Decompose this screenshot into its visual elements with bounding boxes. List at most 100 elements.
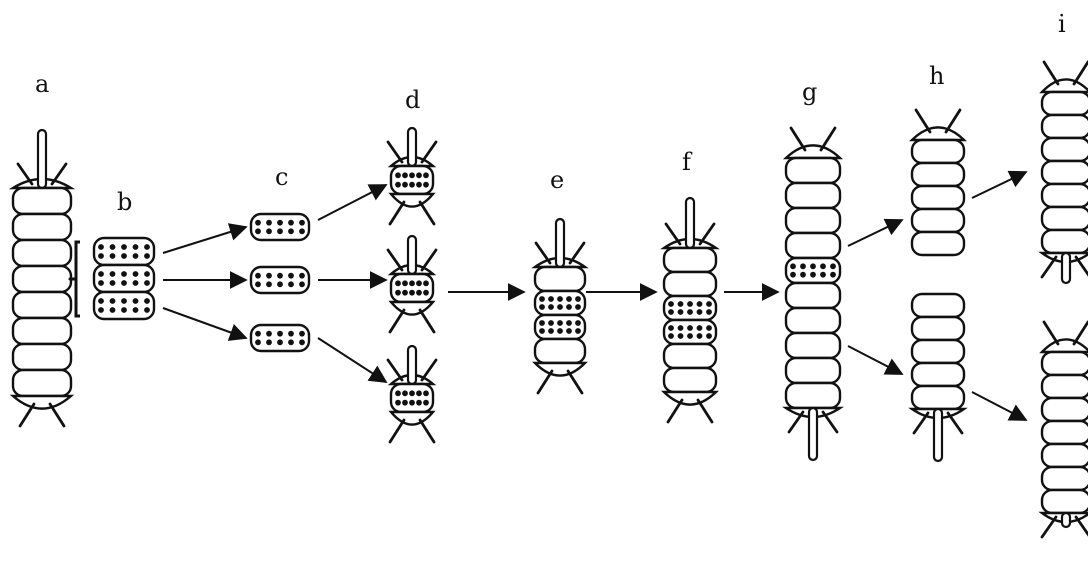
dot [423, 280, 429, 287]
dot [132, 253, 139, 259]
dot [409, 390, 415, 397]
a-head-antenna-left [18, 402, 36, 428]
arrow-b-c3 [162, 307, 248, 341]
dot [277, 339, 283, 346]
dot [706, 301, 712, 307]
dot [706, 325, 712, 331]
body-segment [11, 264, 73, 294]
body-segment [1040, 465, 1088, 492]
dot [299, 228, 305, 235]
dot [121, 307, 127, 313]
dot [266, 219, 272, 226]
dot [299, 219, 305, 226]
dot [810, 271, 816, 278]
dot [299, 272, 305, 279]
h-head-antenna-right [944, 108, 962, 134]
dot [557, 328, 563, 334]
body-segment [662, 270, 718, 298]
dot [566, 328, 572, 334]
cut-segment [784, 256, 842, 285]
dot [677, 309, 684, 315]
dot [423, 390, 429, 397]
dot [277, 228, 283, 235]
body-segment [784, 356, 842, 385]
e-tail-cercus-left [534, 241, 552, 265]
dot [810, 263, 816, 270]
dot [416, 390, 422, 397]
body-segment [1040, 182, 1088, 209]
body-segment [11, 342, 73, 372]
i-worm-bottom [1038, 320, 1088, 539]
d-tail-cercus-left [386, 358, 404, 382]
dot [790, 271, 796, 278]
d-head-cap [388, 192, 436, 208]
dot [144, 298, 150, 304]
cut-segment [249, 265, 311, 295]
dot [109, 307, 116, 313]
dot [696, 333, 703, 339]
body-segment [910, 230, 966, 257]
i2-head-antenna-right [1072, 320, 1088, 346]
dot [288, 281, 294, 288]
cut-segment [92, 236, 156, 267]
body-segment [1040, 396, 1088, 423]
dot [557, 296, 563, 302]
dot [687, 301, 693, 307]
d-piece-2 [386, 234, 438, 334]
body-segment [910, 361, 966, 388]
body-segment [910, 338, 966, 365]
dot [409, 280, 415, 287]
body-segment [11, 290, 73, 320]
cut-segment [249, 212, 311, 242]
body-segment [1040, 205, 1088, 232]
dot [266, 281, 272, 288]
dot [144, 271, 150, 277]
dot [677, 333, 684, 339]
body-segment [1040, 442, 1088, 469]
dot [109, 244, 116, 250]
dot [696, 325, 703, 331]
a-tail-cercus-left [16, 162, 34, 186]
dot [706, 333, 712, 339]
body-segment [784, 281, 842, 310]
g-head-antenna-left [789, 126, 807, 152]
dot [548, 296, 554, 302]
label-i: i [1058, 10, 1066, 38]
d-tail-cercus-right [420, 248, 438, 272]
dot [98, 307, 104, 313]
dot [423, 399, 429, 406]
body-segment [1040, 90, 1088, 117]
figure-d-regenerating-segments [386, 126, 438, 444]
body-segment [910, 292, 966, 319]
dot [121, 298, 127, 304]
dot [402, 172, 408, 179]
a-tail-stalk [36, 128, 48, 190]
label-d: d [405, 86, 420, 114]
dot [402, 289, 408, 296]
dot [132, 307, 139, 313]
dot [677, 325, 684, 331]
i1-head-antenna-left [1042, 60, 1060, 86]
figure-e-regenerating-worm [531, 217, 589, 395]
dot [144, 280, 150, 286]
arrow-b-c1 [162, 223, 248, 254]
dot [132, 271, 139, 277]
dot [121, 271, 127, 277]
f-tail-cercus-right [698, 222, 716, 246]
f-tail-stalk [684, 196, 696, 250]
d-tail-stalk [406, 234, 418, 276]
body-segment [1040, 136, 1088, 163]
dot [402, 280, 408, 287]
dot [423, 172, 429, 179]
dot [668, 333, 674, 339]
dot [121, 244, 127, 250]
h-tail-cercus-right [946, 411, 964, 435]
g-head-cap [782, 144, 844, 160]
dot [277, 272, 283, 279]
body-segment [11, 186, 73, 216]
dot [539, 304, 545, 310]
body-segment [910, 184, 966, 211]
dot [255, 330, 261, 337]
dot [548, 304, 554, 310]
